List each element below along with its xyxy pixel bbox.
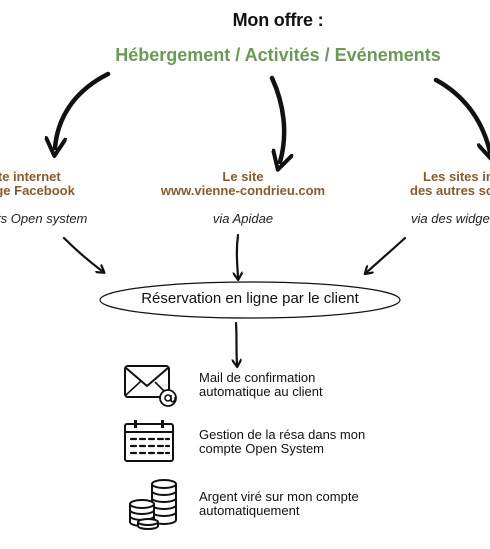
arrow-right-to-reservation — [367, 236, 407, 272]
source-via-center: via Apidae — [212, 211, 274, 226]
result-management: Gestion de la résa dans mon compte Open … — [199, 428, 399, 456]
result-management-line1: Gestion de la résa dans mon — [199, 427, 366, 442]
arrow-to-source-right — [433, 77, 490, 152]
result-money: Argent viré sur mon compte automatiqueme… — [199, 490, 399, 518]
arrow-center-to-reservation — [237, 233, 238, 277]
source-left-line2: page Facebook — [0, 183, 75, 198]
source-label-center: Le site www.vienne-condrieu.com — [143, 170, 343, 198]
reservation-oval — [99, 281, 401, 319]
result-money-line2: automatiquement — [199, 503, 300, 518]
coins-icon — [129, 479, 177, 530]
page-title: Mon offre : — [232, 10, 324, 30]
source-left-line1: ite internet — [0, 169, 61, 184]
arrow-reservation-to-results — [236, 321, 237, 364]
reservation-label: Réservation en ligne par le client — [141, 290, 359, 307]
arrow-left-to-reservation — [62, 236, 102, 271]
source-label-right: Les sites in des autres so — [408, 170, 490, 198]
result-mail: Mail de confirmation automatique au clie… — [199, 371, 399, 399]
result-mail-line1: Mail de confirmation — [199, 370, 316, 385]
result-money-line1: Argent viré sur mon compte — [199, 489, 359, 504]
result-mail-line2: automatique au client — [199, 384, 323, 399]
source-right-line2: des autres so — [410, 183, 490, 198]
source-center-line1: Le site — [222, 169, 264, 184]
source-label-left: ite internet page Facebook — [0, 170, 95, 198]
source-center-line2: www.vienne-condrieu.com — [160, 183, 326, 198]
source-via-right: via des widget — [411, 211, 490, 226]
envelope-icon — [124, 365, 177, 407]
arrow-to-source-left — [55, 71, 111, 148]
source-via-left: gets Open system — [0, 211, 88, 226]
result-management-line2: compte Open System — [199, 441, 324, 456]
calendar-icon — [124, 420, 174, 462]
page-subtitle: Hébergement / Activités / Evénements — [115, 45, 441, 65]
arrow-to-source-center — [269, 75, 284, 162]
source-right-line1: Les sites in — [423, 169, 490, 184]
